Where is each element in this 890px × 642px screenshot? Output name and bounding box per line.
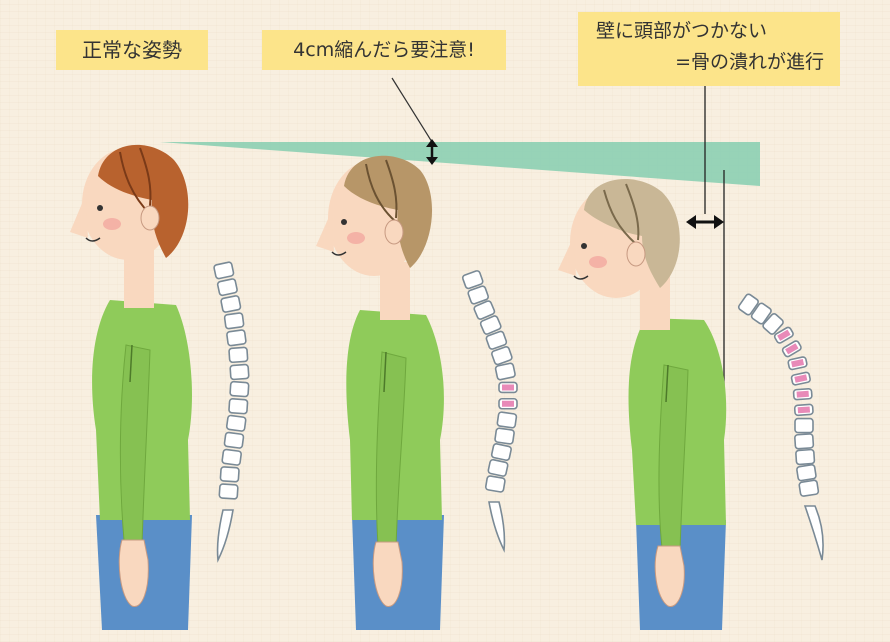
vertebra <box>798 479 820 497</box>
vertebra <box>794 433 815 450</box>
vertebra <box>491 346 513 366</box>
figure-shrinking <box>316 155 444 630</box>
collapse-mark <box>785 343 799 355</box>
vertebra <box>473 300 496 320</box>
height-drop-wedge <box>160 142 760 186</box>
vertebra <box>223 312 245 330</box>
figure-normal <box>70 144 192 630</box>
collapse-mark <box>791 359 805 368</box>
vertebra <box>485 330 508 350</box>
vertebra <box>229 380 250 398</box>
vertebra <box>737 293 759 316</box>
vertebra <box>220 295 242 313</box>
pointer-line-4cm <box>391 77 433 143</box>
vertebra <box>479 315 502 335</box>
vertebra <box>221 448 242 466</box>
collapse-mark <box>796 390 809 398</box>
vertebra <box>223 431 245 449</box>
label-wall-line1: 壁に頭部がつかない <box>596 20 768 42</box>
vertebra <box>795 448 816 466</box>
tailbone <box>803 505 824 561</box>
vertebra <box>229 363 250 381</box>
label-wall-note: 壁に頭部がつかない =骨の潰れが進行 <box>578 12 840 86</box>
vertebra <box>226 329 247 347</box>
collapse-mark <box>797 406 811 414</box>
vertebra <box>484 475 506 493</box>
tailbone <box>216 509 234 563</box>
vertebra <box>494 427 515 445</box>
vertebra <box>225 414 247 432</box>
collapse-mark <box>777 329 791 341</box>
collapse-mark <box>502 400 514 407</box>
vertebra <box>219 466 240 483</box>
vertebra <box>216 278 238 297</box>
tailbone <box>488 501 506 553</box>
label-normal-posture: 正常な姿勢 <box>56 30 208 70</box>
vertebra <box>213 261 235 280</box>
vertebra <box>461 270 484 290</box>
vertebra <box>762 313 784 335</box>
collapse-mark <box>502 384 514 391</box>
collapse-mark <box>794 374 808 383</box>
vertebra <box>794 417 814 434</box>
vertebra <box>494 362 516 381</box>
vertebra <box>487 458 509 477</box>
vertebra <box>228 346 249 364</box>
vertebra <box>218 483 239 500</box>
vertebra <box>228 398 249 415</box>
spine-mild-curve <box>461 270 518 553</box>
vertebra <box>496 411 518 429</box>
figure-stooped <box>558 179 727 630</box>
vertebra <box>490 443 512 461</box>
vertebra <box>750 302 772 325</box>
vertebra <box>467 285 490 305</box>
horizontal-double-arrow-icon <box>686 215 724 229</box>
spine-severe-curve <box>737 293 824 561</box>
vertical-double-arrow-icon <box>426 139 438 165</box>
spine-normal <box>213 261 250 563</box>
label-wall-line2: =骨の潰れが進行 <box>675 51 824 73</box>
label-4cm-warning: 4cm縮んだら要注意! <box>262 30 506 70</box>
vertebra <box>796 464 817 482</box>
